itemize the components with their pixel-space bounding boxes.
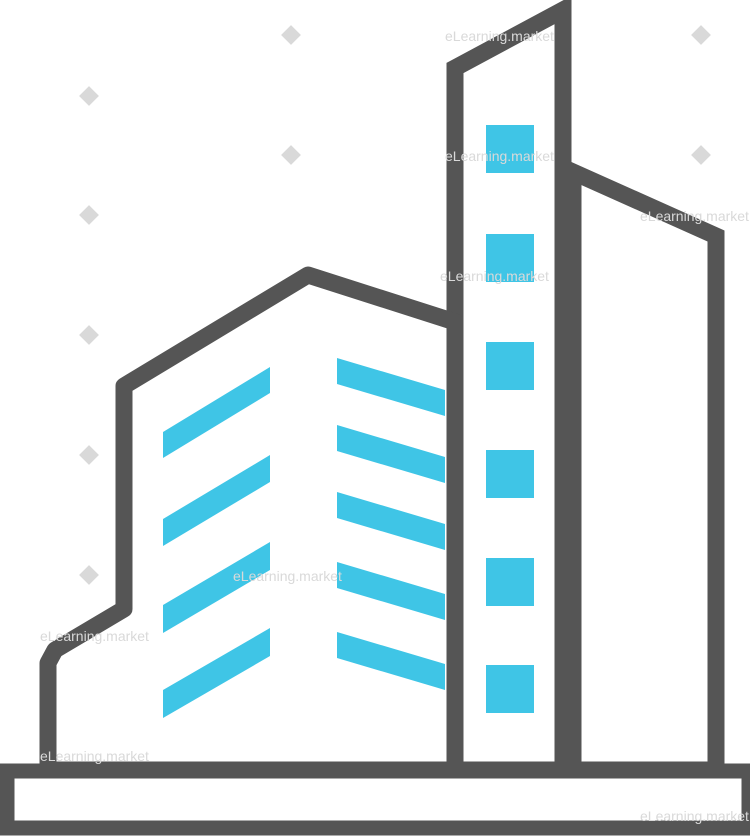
right-building-outline xyxy=(564,158,725,779)
ground-base xyxy=(0,763,750,836)
watermark-diamond xyxy=(79,86,99,106)
watermark-texts: eLearning.market eLearning.market eLearn… xyxy=(40,28,749,824)
window xyxy=(337,358,445,416)
window xyxy=(163,367,270,458)
left-facade-windows xyxy=(163,367,270,718)
watermark-text: eLearning.market xyxy=(233,568,342,584)
window xyxy=(486,450,534,498)
window xyxy=(337,632,445,690)
watermark-diamond xyxy=(79,205,99,225)
tower-windows xyxy=(486,125,534,713)
watermark-text: eLearning.market xyxy=(640,208,749,224)
window xyxy=(163,542,270,633)
watermark-text: eLearning.market xyxy=(40,748,149,764)
watermark-diamond xyxy=(79,325,99,345)
window xyxy=(486,342,534,390)
watermark-diamond xyxy=(79,565,99,585)
watermark-diamond xyxy=(691,25,711,45)
watermark-text: eLearning.market xyxy=(440,268,549,284)
watermark-text: eLearning.market xyxy=(40,628,149,644)
watermark-diamond xyxy=(281,145,301,165)
window xyxy=(486,125,534,173)
window xyxy=(337,425,445,483)
window xyxy=(337,492,445,550)
window xyxy=(163,455,270,546)
watermark-text: eLearning.market xyxy=(640,808,749,824)
watermark-diamond xyxy=(281,25,301,45)
watermark-text: eLearning.market xyxy=(445,148,554,164)
right-facade-windows xyxy=(337,358,445,690)
watermark-text: eLearning.market xyxy=(445,28,554,44)
watermark-diamond xyxy=(691,145,711,165)
window xyxy=(337,562,445,620)
window xyxy=(486,558,534,606)
window xyxy=(163,628,270,718)
watermark-diamond xyxy=(79,445,99,465)
window xyxy=(486,234,534,282)
window xyxy=(486,665,534,713)
